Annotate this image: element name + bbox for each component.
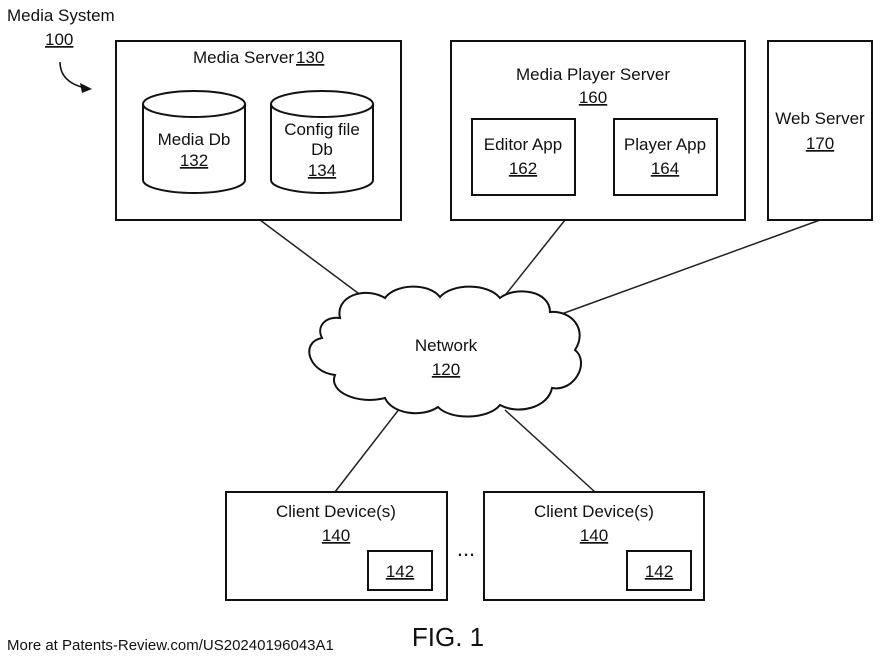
footer-link[interactable]: More at Patents-Review.com/US20240196043… bbox=[7, 637, 334, 654]
media-db-top bbox=[143, 91, 245, 117]
config-db-top bbox=[271, 91, 373, 117]
network-ref: 120 bbox=[432, 360, 460, 379]
client-device-2-inner-ref: 142 bbox=[645, 562, 673, 581]
client-device-1-inner-ref: 142 bbox=[386, 562, 414, 581]
network-cloud: Network 120 bbox=[309, 287, 581, 417]
link-network-client-1 bbox=[335, 408, 400, 492]
media-server: Media Server 130 Media Db 132 Config fil… bbox=[116, 41, 401, 220]
media-server-ref: 130 bbox=[296, 48, 324, 67]
config-db-ref: 134 bbox=[308, 161, 336, 180]
media-player-server: Media Player Server 160 Editor App 162 P… bbox=[451, 41, 745, 220]
web-server-label: Web Server bbox=[775, 109, 865, 128]
pointer-arrowhead bbox=[80, 83, 92, 93]
player-app-label: Player App bbox=[624, 135, 706, 154]
media-player-server-label: Media Player Server bbox=[516, 65, 670, 84]
web-server-ref: 170 bbox=[806, 134, 834, 153]
config-db-cylinder: Config file Db 134 bbox=[271, 91, 373, 193]
editor-app-box bbox=[472, 119, 575, 195]
figure-label: FIG. 1 bbox=[412, 622, 484, 652]
client-device-2-ref: 140 bbox=[580, 526, 608, 545]
media-server-label: Media Server bbox=[193, 48, 294, 67]
player-app-box bbox=[614, 119, 717, 195]
config-db-label-line1: Config file bbox=[284, 120, 360, 139]
client-device-2: Client Device(s) 140 142 bbox=[484, 492, 704, 600]
network-label: Network bbox=[415, 336, 478, 355]
client-device-1-label: Client Device(s) bbox=[276, 502, 396, 521]
system-label: Media System bbox=[7, 6, 115, 25]
media-db-cylinder: Media Db 132 bbox=[143, 91, 245, 193]
editor-app-label: Editor App bbox=[484, 135, 562, 154]
client-device-1-ref: 140 bbox=[322, 526, 350, 545]
system-ref: 100 bbox=[45, 30, 73, 49]
config-db-label-line2: Db bbox=[311, 140, 333, 159]
ellipsis: ... bbox=[457, 536, 475, 561]
link-network-client-2 bbox=[505, 410, 595, 492]
media-db-label: Media Db bbox=[158, 130, 231, 149]
web-server: Web Server 170 bbox=[768, 41, 872, 220]
client-device-1: Client Device(s) 140 142 bbox=[226, 492, 447, 600]
editor-app-ref: 162 bbox=[509, 159, 537, 178]
web-server-box bbox=[768, 41, 872, 220]
player-app-ref: 164 bbox=[651, 159, 679, 178]
client-device-2-label: Client Device(s) bbox=[534, 502, 654, 521]
media-player-server-ref: 160 bbox=[579, 88, 607, 107]
media-db-ref: 132 bbox=[180, 151, 208, 170]
link-media-server-network bbox=[260, 220, 370, 302]
link-web-server-network bbox=[545, 220, 820, 320]
